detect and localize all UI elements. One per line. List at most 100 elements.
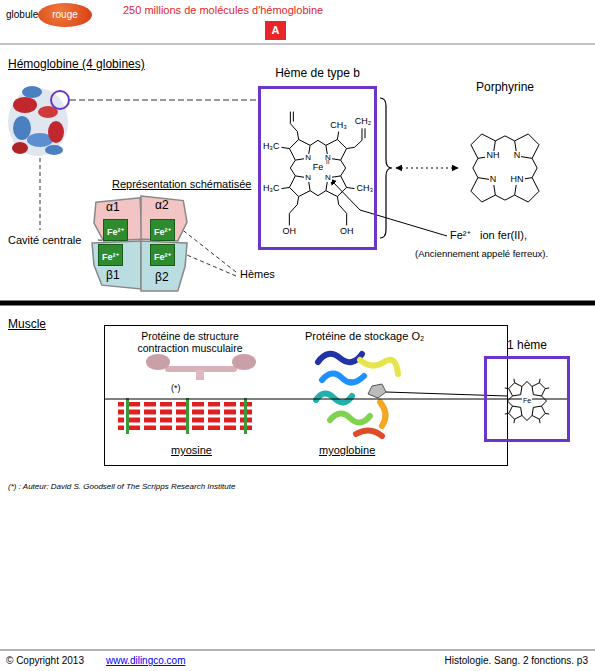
node-text: Protéine de structure contraction muscul…: [125, 330, 255, 354]
bond: [310, 191, 318, 196]
helix: [322, 373, 364, 382]
label: Muscle: [8, 318, 46, 331]
label: N: [304, 174, 312, 183]
globin-pentagon: α1Fe²⁺: [94, 196, 142, 241]
bond: [318, 140, 326, 145]
helix: [48, 121, 64, 143]
heme-highlight: [51, 91, 69, 109]
bond: [290, 124, 297, 132]
bond: [545, 413, 549, 415]
bond: [290, 168, 295, 176]
bond: [341, 160, 346, 168]
node-box: rouge: [38, 3, 92, 27]
label: Fe: [312, 163, 325, 173]
label: Hémoglobine (4 globines): [8, 58, 145, 71]
label: (*) : Auteur: David S. Goodsell of The S…: [8, 483, 235, 492]
bond: [289, 204, 297, 225]
bond: [293, 112, 294, 122]
bond: [505, 195, 515, 200]
bond: [545, 387, 549, 389]
myosin-head: [146, 354, 170, 370]
label: © Copyright 2013: [6, 655, 84, 666]
label: ion fer(II),: [480, 229, 527, 241]
footer-line: [0, 650, 595, 651]
bond: [508, 401, 513, 406]
label: N: [513, 151, 522, 161]
bond: [527, 415, 532, 420]
bond: [337, 132, 338, 140]
iron-box: Fe²⁺: [98, 244, 123, 266]
helix: [330, 413, 370, 422]
label: N: [304, 154, 312, 163]
helix: [360, 360, 398, 374]
section-separator: [0, 301, 595, 306]
myoglobin-heme: [368, 384, 386, 398]
label: Histologie. Sang. 2 fonctions. p3: [445, 655, 588, 666]
bond: [509, 406, 522, 419]
node-text: β1: [106, 269, 120, 283]
bond: [310, 140, 318, 145]
bond: [337, 197, 338, 205]
connector: [104, 399, 570, 400]
myosin-molecule: [146, 354, 256, 380]
helix: [380, 402, 386, 426]
myosin-neck: [196, 370, 204, 380]
bond: [297, 132, 298, 140]
label: Représentation schématisée: [112, 178, 251, 190]
bond: [513, 379, 515, 383]
bond: [513, 419, 515, 423]
bond: [527, 382, 532, 387]
globin-pentagon: β2 Fe²⁺: [141, 241, 187, 291]
helix: [356, 430, 382, 436]
bond: [539, 419, 541, 423]
iron-label: Fe²⁺: [154, 252, 171, 262]
iron-box: Fe²⁺: [150, 219, 175, 241]
node-box: Hème de type b: [258, 86, 377, 250]
bond: [509, 383, 522, 396]
label: globule: [6, 9, 38, 20]
node-text: β2: [155, 271, 169, 285]
label: N: [489, 175, 498, 185]
iron-label: Fe²⁺: [107, 227, 124, 237]
bond: [532, 168, 537, 178]
label: Fe: [522, 397, 532, 405]
label: CH₃: [329, 121, 348, 131]
bond: [505, 413, 509, 415]
bond: [505, 387, 509, 389]
node-text: 1 hème: [487, 339, 567, 353]
label: H₃C: [262, 142, 281, 152]
node-text: myoglobine: [319, 444, 375, 457]
label: Hèmes: [240, 268, 275, 280]
node-text: Hème de type b: [258, 67, 377, 81]
bond: [318, 191, 326, 196]
z-line: [244, 398, 247, 434]
helix: [45, 145, 63, 155]
iron-box: Fe²⁺: [103, 219, 128, 241]
label: CH₂: [354, 117, 373, 127]
bond: [522, 415, 527, 420]
helix: [13, 97, 37, 113]
node-text: α1: [106, 201, 120, 215]
bond: [532, 383, 545, 396]
label: Fe²⁺: [450, 229, 471, 241]
myoglobin-ribbon: [316, 354, 398, 436]
helix: [12, 142, 28, 154]
z-line: [126, 398, 129, 434]
bond: [522, 382, 527, 387]
bond: [362, 128, 363, 140]
label: 250 millions de molécules d'hémoglobine: [123, 4, 323, 16]
leader-line: [40, 158, 41, 230]
helix: [318, 354, 362, 362]
bond: [473, 158, 478, 168]
iron-box: Fe²⁺: [150, 244, 175, 266]
iron-label: Fe²⁺: [154, 227, 171, 237]
bond: [347, 147, 355, 148]
bond: [290, 160, 295, 168]
label: N: [324, 174, 332, 183]
node-text: A: [272, 25, 280, 36]
bond: [495, 136, 505, 141]
bond: [297, 197, 298, 205]
pentagon-shape: [94, 198, 142, 241]
globin-pentagon: α2Fe²⁺: [141, 194, 187, 241]
